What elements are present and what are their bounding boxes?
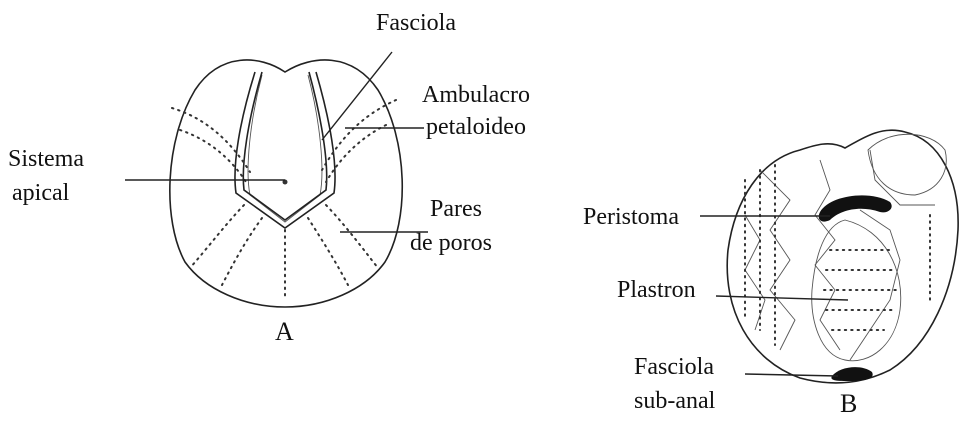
plate-lines <box>745 150 935 360</box>
fasciole-band-inner <box>243 72 326 220</box>
label-fasciola: Fasciola <box>376 10 456 36</box>
label-ambulacro-line2: petaloideo <box>426 114 526 140</box>
subanal-fasciole-shape <box>831 367 872 381</box>
anterior-ambulacrum <box>248 75 322 222</box>
label-plastron: Plastron <box>617 277 696 303</box>
leader-fasciola-sub <box>745 374 838 376</box>
petal-posterior-left-2 <box>222 218 262 285</box>
petal-posterior-right <box>326 205 378 268</box>
label-peristoma: Peristoma <box>583 204 679 230</box>
caption-b: B <box>840 389 857 418</box>
label-pares-line2: de poros <box>410 230 492 256</box>
fasciole-band <box>235 72 335 228</box>
test-outline-b <box>727 130 958 383</box>
figure-b: Peristoma Plastron Fasciola sub-anal B <box>583 130 958 418</box>
figure-a: Fasciola Ambulacro petaloideo Sistema ap… <box>8 10 530 346</box>
caption-a: A <box>275 317 294 346</box>
label-ambulacro-line1: Ambulacro <box>422 82 530 108</box>
leader-plastron <box>716 296 848 300</box>
peristome-shape <box>819 195 892 221</box>
petal-posterior-right-2 <box>308 218 348 285</box>
label-fasciola-sub-line1: Fasciola <box>634 354 714 380</box>
label-fasciola-sub-line2: sub-anal <box>634 388 716 414</box>
label-sistema-line2: apical <box>12 180 70 206</box>
anterior-notch-lobe <box>868 134 946 195</box>
label-sistema-line1: Sistema <box>8 146 84 172</box>
side-dots <box>745 165 930 345</box>
petal-anterior-right <box>322 100 396 170</box>
label-pares-line1: Pares <box>430 196 482 222</box>
petal-posterior-left <box>190 205 244 268</box>
